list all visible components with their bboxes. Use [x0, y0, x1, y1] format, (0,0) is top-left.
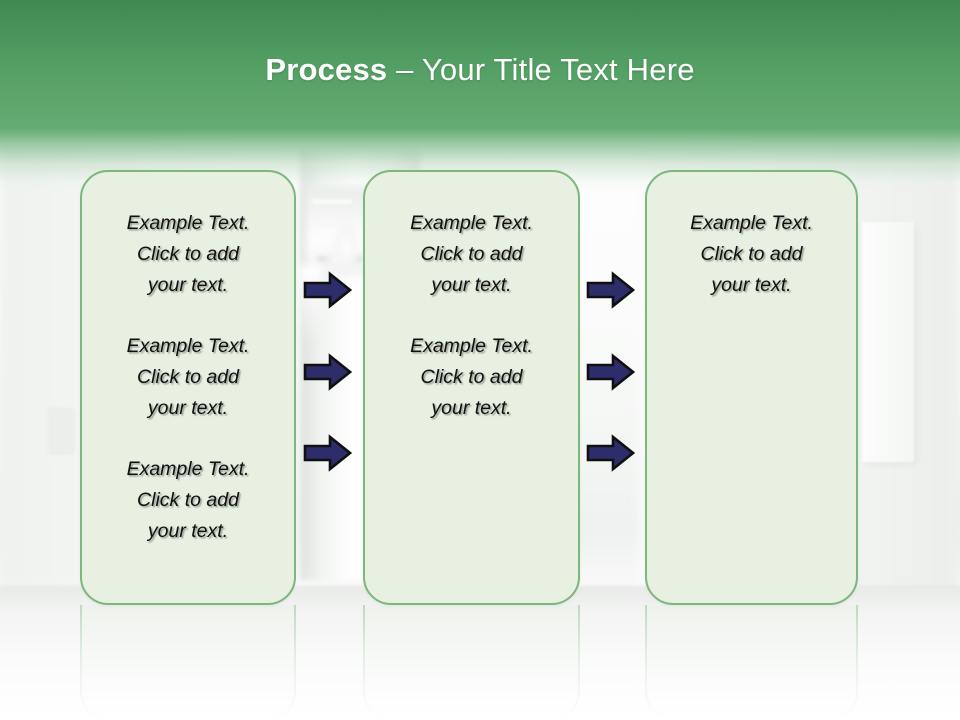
process-box-1-text-1[interactable]: Example Text. Click to add your text.: [126, 212, 250, 296]
process-box-2-text-1[interactable]: Example Text. Click to add your text.: [410, 212, 533, 296]
right-arrow-icon-1-1[interactable]: [303, 271, 352, 309]
right-arrow-icon-2-2[interactable]: [586, 353, 635, 391]
background-detail-line-2: [322, 230, 348, 232]
right-arrow-icon-1-3[interactable]: [303, 434, 352, 472]
right-arrow-icon-2-1[interactable]: [586, 271, 635, 309]
reflection-box-1: [80, 605, 296, 720]
reflection-box-2: [363, 605, 580, 720]
background-detail-line-1: [312, 200, 352, 203]
page-title-rest: – Your Title Text Here: [387, 52, 695, 87]
process-box-1[interactable]: Example Text. Click to add your text. Ex…: [80, 170, 296, 605]
process-box-3[interactable]: Example Text. Click to add your text.: [645, 170, 858, 605]
background-right-panel: [862, 222, 914, 462]
background-lamp-glow: [334, 225, 358, 269]
page-title: Process – Your Title Text Here: [0, 52, 960, 88]
process-box-2-text-2[interactable]: Example Text. Click to add your text.: [410, 335, 533, 419]
right-arrow-icon-1-2[interactable]: [303, 353, 352, 391]
page-title-emphasis: Process: [265, 52, 388, 87]
background-wall-switch: [48, 408, 73, 453]
title-banner: [0, 0, 960, 128]
process-box-2[interactable]: Example Text. Click to add your text. Ex…: [363, 170, 580, 605]
process-box-1-text-2[interactable]: Example Text. Click to add your text.: [126, 335, 250, 419]
process-box-3-text-1[interactable]: Example Text. Click to add your text.: [690, 212, 813, 296]
box-reflections: [0, 605, 960, 720]
reflection-box-3: [645, 605, 858, 720]
right-arrow-icon-2-3[interactable]: [586, 434, 635, 472]
process-box-1-text-3[interactable]: Example Text. Click to add your text.: [126, 458, 250, 542]
